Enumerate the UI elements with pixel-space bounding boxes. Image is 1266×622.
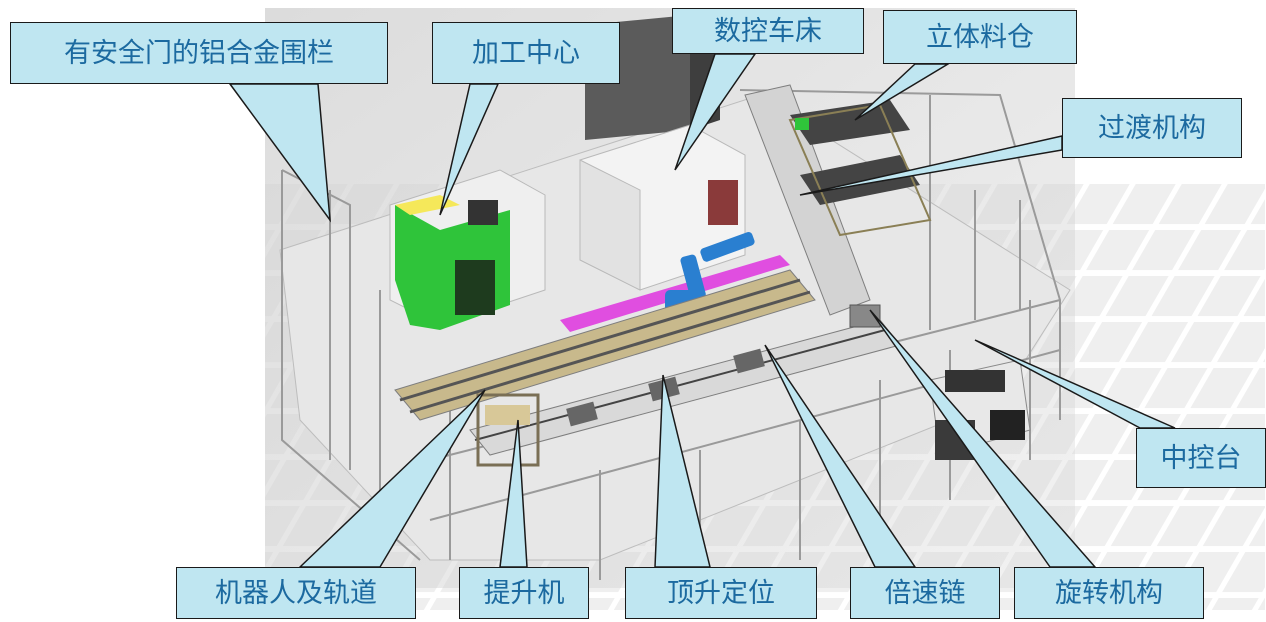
callout-lifter-label: 提升机 <box>483 577 565 609</box>
robot-track-pointer <box>298 389 486 568</box>
rotation-mechanism <box>849 304 881 328</box>
rotation-pointer <box>869 309 1097 568</box>
callout-speed-chain: 倍速链 <box>850 567 1000 619</box>
robot-track <box>394 269 816 421</box>
callout-machining-center-label: 加工中心 <box>472 37 580 69</box>
callout-control-desk: 中控台 <box>1136 428 1266 488</box>
callout-robot-track-label: 机器人及轨道 <box>215 577 377 609</box>
transition-pointer <box>799 135 1063 196</box>
cnc-lathe-pointer <box>674 53 757 171</box>
control-desk-pointer <box>974 339 1176 429</box>
callout-rotation: 旋转机构 <box>1014 567 1204 619</box>
callout-lift-positioning: 顶升定位 <box>625 567 817 619</box>
callout-cnc-lathe: 数控车床 <box>672 8 864 54</box>
callout-transition-label: 过渡机构 <box>1098 112 1206 144</box>
callout-cnc-lathe-label: 数控车床 <box>714 15 822 47</box>
callout-transition: 过渡机构 <box>1062 98 1242 158</box>
callout-control-desk-label: 中控台 <box>1160 442 1242 474</box>
callout-fence: 有安全门的铝合金围栏 <box>10 22 388 84</box>
callout-robot-track: 机器人及轨道 <box>176 567 416 619</box>
machining-center-machine <box>389 169 546 330</box>
callout-storage-label: 立体料仓 <box>926 21 1034 53</box>
fence-pointer <box>228 83 331 223</box>
callout-speed-chain-label: 倍速链 <box>884 577 966 609</box>
storage-rack <box>744 84 932 316</box>
callout-lift-positioning-label: 顶升定位 <box>667 577 775 609</box>
machining-center-pointer <box>439 83 500 216</box>
lifter-pointer <box>499 419 528 568</box>
callout-rotation-label: 旋转机构 <box>1055 577 1163 609</box>
callout-lifter: 提升机 <box>459 567 589 619</box>
speed-chain-pointer <box>764 344 917 568</box>
callout-machining-center: 加工中心 <box>432 22 620 84</box>
lift-positioning-pointer <box>654 374 711 568</box>
callout-storage: 立体料仓 <box>883 10 1077 64</box>
callout-fence-label: 有安全门的铝合金围栏 <box>64 37 334 69</box>
storage-pointer <box>854 63 951 121</box>
